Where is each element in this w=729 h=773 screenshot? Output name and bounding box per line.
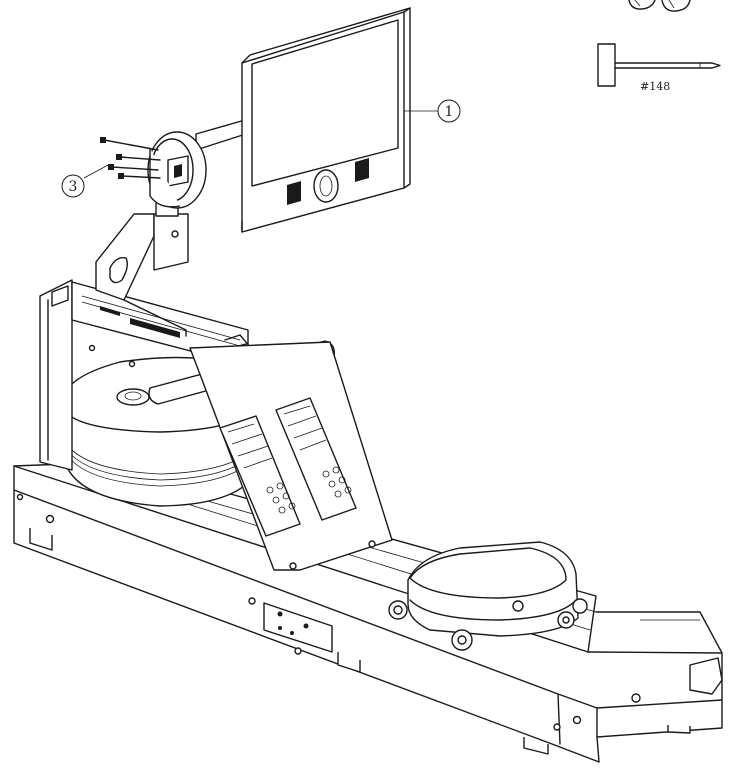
callout-1: 1 bbox=[404, 99, 461, 123]
monitor-mount bbox=[100, 117, 253, 209]
callout-3-label: 3 bbox=[69, 179, 78, 195]
left-footrest-grip bbox=[266, 482, 296, 514]
front-frame bbox=[39, 279, 249, 471]
part-number-label: #148 bbox=[640, 80, 670, 93]
callout-1-label: 1 bbox=[445, 104, 454, 120]
right-footrest-grip bbox=[322, 466, 352, 498]
callout-3: 3 bbox=[61, 163, 111, 198]
seat-rollers bbox=[388, 598, 588, 651]
foot-plate bbox=[189, 341, 393, 571]
monitor bbox=[241, 7, 411, 233]
seat bbox=[388, 541, 588, 651]
bolt-148-detail: #148 bbox=[597, 43, 721, 93]
mount-screws bbox=[100, 137, 161, 179]
partial-hardware-top-right bbox=[628, 0, 691, 12]
